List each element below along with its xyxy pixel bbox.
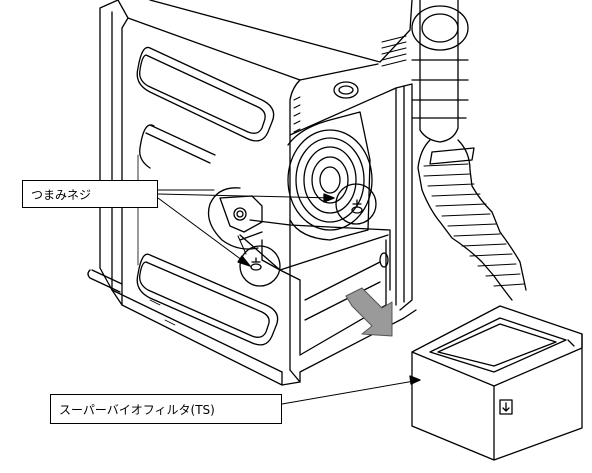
unit-cabinet xyxy=(99,0,417,386)
side-vents xyxy=(136,46,279,346)
bio-filter-box xyxy=(411,305,583,461)
zoom-lens xyxy=(207,187,263,250)
cabinet-base xyxy=(111,289,301,386)
inner-tray xyxy=(239,219,391,356)
bio-filter-label: スーパーバイオフィルタ(TS) xyxy=(50,394,282,424)
bio-filter-text: スーパーバイオフィルタ(TS) xyxy=(59,402,215,417)
arrowhead-filter xyxy=(409,375,421,385)
vent-hose xyxy=(411,0,527,301)
knob-screw-label: つまみネジ xyxy=(22,180,158,208)
pipe-stub xyxy=(87,269,123,293)
leader-lines xyxy=(157,189,421,405)
arrowhead-left-screw xyxy=(237,255,251,267)
fan-cover xyxy=(287,111,373,241)
arrowhead-right-screw xyxy=(323,193,335,203)
removal-arrow xyxy=(345,287,393,337)
screw-circle-right xyxy=(335,183,377,225)
knob-screw-text: つまみネジ xyxy=(31,187,92,202)
screw-circle-left xyxy=(239,245,281,287)
